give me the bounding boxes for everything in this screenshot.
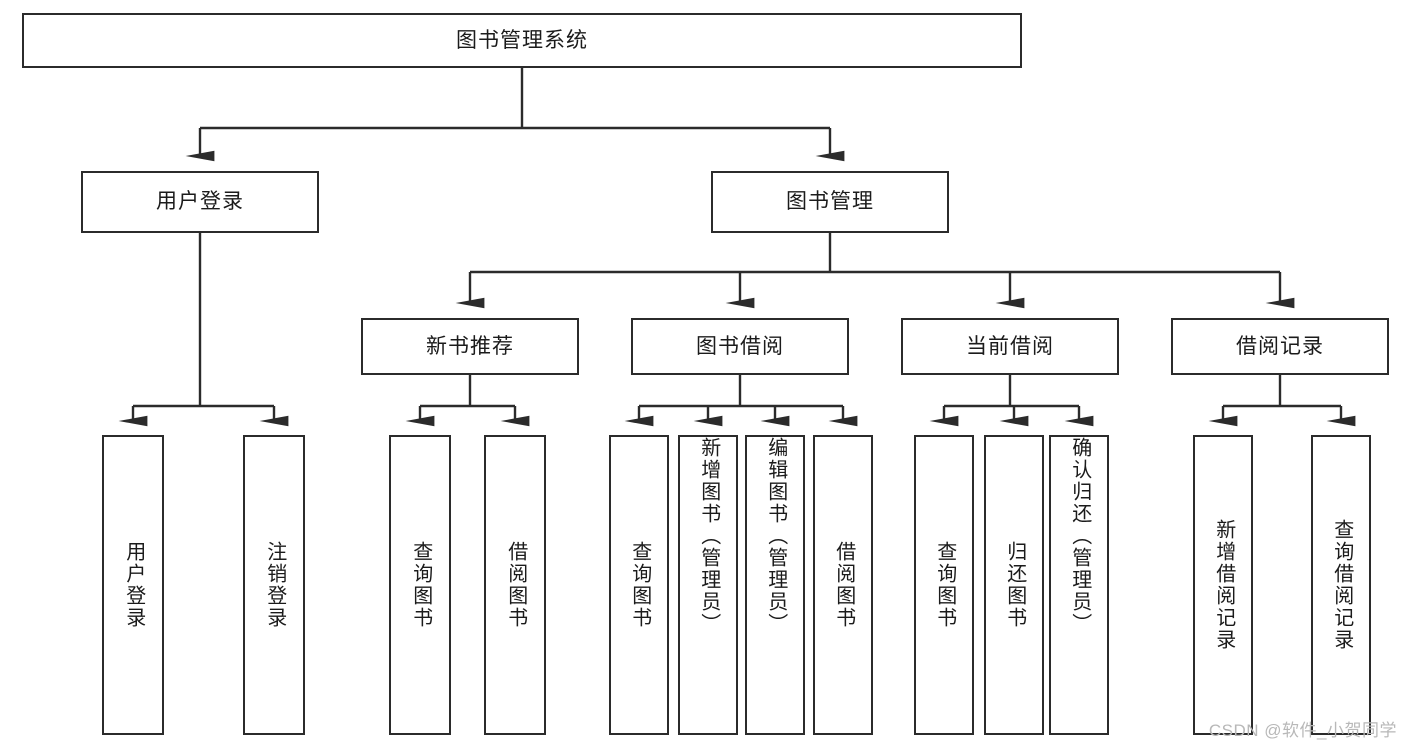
node-leaf-confirm-return-label: 确认归还（管理员） — [1068, 437, 1091, 635]
node-leaf-borrow-book-bb-label: 借阅图书 — [832, 541, 855, 629]
node-leaf-edit-book-label: 编辑图书（管理员） — [764, 437, 787, 635]
watermark: CSDN @软件_小贺同学 — [1208, 721, 1397, 740]
node-book-manage[interactable]: 图书管理 — [711, 171, 949, 233]
node-leaf-query-book-bb[interactable]: 查询图书 — [609, 435, 669, 735]
node-root[interactable]: 图书管理系统 — [22, 13, 1022, 68]
node-leaf-borrow-book-bb[interactable]: 借阅图书 — [813, 435, 873, 735]
node-book-borrow-label: 图书借阅 — [696, 334, 784, 358]
node-leaf-user-login[interactable]: 用户登录 — [102, 435, 164, 735]
node-leaf-query-book-cb[interactable]: 查询图书 — [914, 435, 974, 735]
node-user-login-label: 用户登录 — [156, 190, 244, 214]
node-leaf-query-book-bb-label: 查询图书 — [628, 541, 651, 629]
node-leaf-add-record-label: 新增借阅记录 — [1212, 519, 1235, 651]
node-leaf-return-book-label: 归还图书 — [1003, 541, 1026, 629]
node-new-book-recommend[interactable]: 新书推荐 — [361, 318, 579, 375]
node-leaf-edit-book[interactable]: 编辑图书（管理员） — [745, 435, 805, 735]
node-leaf-return-book[interactable]: 归还图书 — [984, 435, 1044, 735]
node-user-login[interactable]: 用户登录 — [81, 171, 319, 233]
node-current-borrow[interactable]: 当前借阅 — [901, 318, 1119, 375]
node-root-label: 图书管理系统 — [456, 28, 588, 52]
node-leaf-query-record-label: 查询借阅记录 — [1330, 519, 1353, 651]
node-leaf-logout[interactable]: 注销登录 — [243, 435, 305, 735]
node-leaf-query-record[interactable]: 查询借阅记录 — [1311, 435, 1371, 735]
node-current-borrow-label: 当前借阅 — [966, 334, 1054, 358]
node-book-borrow[interactable]: 图书借阅 — [631, 318, 849, 375]
node-leaf-confirm-return[interactable]: 确认归还（管理员） — [1049, 435, 1109, 735]
node-borrow-record[interactable]: 借阅记录 — [1171, 318, 1389, 375]
node-new-book-recommend-label: 新书推荐 — [426, 334, 514, 358]
node-leaf-query-book-rec[interactable]: 查询图书 — [389, 435, 451, 735]
node-leaf-add-book[interactable]: 新增图书（管理员） — [678, 435, 738, 735]
node-leaf-query-book-cb-label: 查询图书 — [933, 541, 956, 629]
node-leaf-borrow-book-rec-label: 借阅图书 — [504, 541, 527, 629]
node-leaf-add-record[interactable]: 新增借阅记录 — [1193, 435, 1253, 735]
node-borrow-record-label: 借阅记录 — [1236, 334, 1324, 358]
node-leaf-borrow-book-rec[interactable]: 借阅图书 — [484, 435, 546, 735]
node-book-manage-label: 图书管理 — [786, 190, 874, 214]
node-leaf-query-book-rec-label: 查询图书 — [409, 541, 432, 629]
node-leaf-user-login-label: 用户登录 — [122, 541, 145, 629]
node-leaf-add-book-label: 新增图书（管理员） — [697, 437, 720, 635]
node-leaf-logout-label: 注销登录 — [263, 541, 286, 629]
